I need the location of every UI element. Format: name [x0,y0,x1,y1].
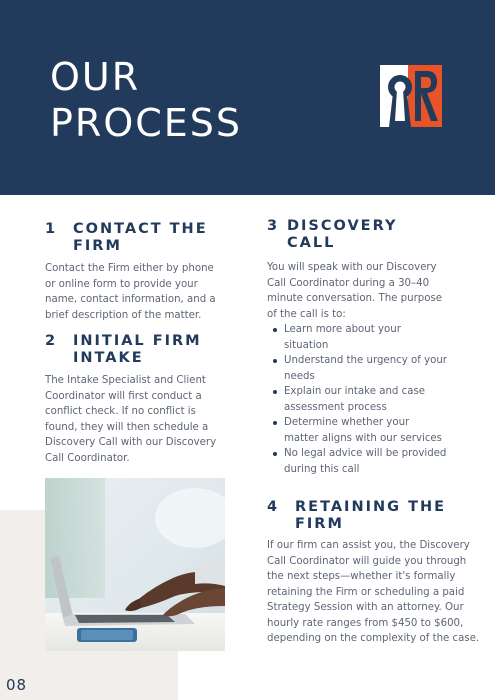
bullet-line: situation [284,339,329,351]
step-3-body-line: minute conversation. The purpose [267,293,443,304]
step-3-body-line: of the call is to: [267,308,346,320]
step-2-title-line2: INTAKE [73,350,144,366]
step-3-title: DISCOVERY CALL [287,218,482,252]
bullet-line: during this call [284,463,360,475]
step-4-title-line1: RETAINING THE [295,499,446,515]
step-4-body: If our firm can assist you, the Discover… [267,538,485,647]
step-2-body-line: The Intake Specialist and Client [45,375,206,386]
page-title-line1: OUR [50,55,141,99]
step-2-body-line: Call Coordinator. [45,452,130,464]
bullet-line: No legal advice will be provided [284,448,447,459]
keyhole-r-logo-icon [380,65,442,127]
step-4-body-line: Strategy Session with an attorney. Our [267,602,464,613]
list-item: Explain our intake and case assessment pr… [267,384,482,415]
page-title-line2: PROCESS [50,101,243,145]
step-4-heading: 4 RETAINING THE FIRM [267,499,485,533]
list-item: Determine whether your matter aligns with… [267,415,482,446]
step-4-body-line: depending on the complexity of the case. [267,633,480,644]
bullet-line: matter aligns with our services [284,432,442,444]
step-3-body-line: Call Coordinator during a 30–40 [267,277,430,289]
bullet-line: assessment process [284,401,387,413]
step-3-body: You will speak with our Discovery Call C… [267,260,482,322]
step-4-number: 4 [267,499,280,515]
list-item: Understand the urgency of your needs [267,353,482,384]
step-2-title: INITIAL FIRM INTAKE [73,333,220,367]
step-3-bullet-list: Learn more about your situation Understan… [267,322,482,477]
step-2-heading: 2 INITIAL FIRM INTAKE [45,333,220,367]
step-1-title-line2: FIRM [73,238,122,254]
step-3: 3 DISCOVERY CALL You will speak with our… [267,218,482,477]
step-2-body-line: Discovery Call with our Discovery [45,437,217,448]
step-1-body-line: name, contact information, and a [45,294,216,305]
laptop-typing-photo [45,478,225,651]
bullet-line: Determine whether your [284,417,410,428]
page-number: 08 [6,676,28,694]
bullet-line: Learn more about your [284,324,401,335]
step-1-body-line: brief description of the matter. [45,309,202,321]
step-1-title-line1: CONTACT THE [73,221,208,237]
step-3-title-line1: DISCOVERY [287,218,398,234]
step-4-body-line: hourly rate ranges from $450 to $600, [267,617,464,629]
step-3-title-line2: CALL [287,235,336,251]
step-4-title-line2: FIRM [295,516,344,532]
bullet-line: Explain our intake and case [284,386,426,397]
step-4-title: RETAINING THE FIRM [295,499,485,533]
step-1-heading: 1 CONTACT THE FIRM [45,221,220,255]
step-3-number: 3 [267,218,280,234]
page-title: OUR PROCESS [50,54,242,146]
step-1-title: CONTACT THE FIRM [73,221,220,255]
step-2: 2 INITIAL FIRM INTAKE The Intake Special… [45,333,220,466]
step-1-body-line: or online form to provide your [45,278,198,290]
step-3-heading: 3 DISCOVERY CALL [267,218,482,252]
step-2-title-line1: INITIAL FIRM [73,333,202,349]
step-1-body-line: Contact the Firm either by phone [45,263,214,274]
list-item: No legal advice will be provided during t… [267,446,482,477]
header-banner: OUR PROCESS [0,0,495,195]
list-item: Learn more about your situation [267,322,482,353]
step-3-body-line: You will speak with our Discovery [267,262,437,273]
step-2-number: 2 [45,333,58,349]
step-2-body: The Intake Specialist and Client Coordin… [45,373,220,466]
step-1: 1 CONTACT THE FIRM Contact the Firm eith… [45,221,220,323]
photo-illustration [45,478,225,651]
bullet-line: needs [284,370,315,382]
bullet-line: Understand the urgency of your [284,355,447,366]
step-4-body-line: If our firm can assist you, the Discover… [267,540,470,551]
step-2-body-line: conflict check. If no conflict is [45,406,196,417]
step-4-body-line: retaining the Firm or scheduling a paid [267,586,465,598]
step-4-body-line: the next steps—whether it's formally [267,571,456,582]
step-1-number: 1 [45,221,58,237]
step-4: 4 RETAINING THE FIRM If our firm can ass… [267,499,485,647]
step-4-body-line: Call Coordinator will guide you through [267,555,467,567]
step-1-body: Contact the Firm either by phone or onli… [45,261,220,323]
step-2-body-line: Coordinator will first conduct a [45,390,202,402]
step-2-body-line: found, they will then schedule a [45,421,209,433]
